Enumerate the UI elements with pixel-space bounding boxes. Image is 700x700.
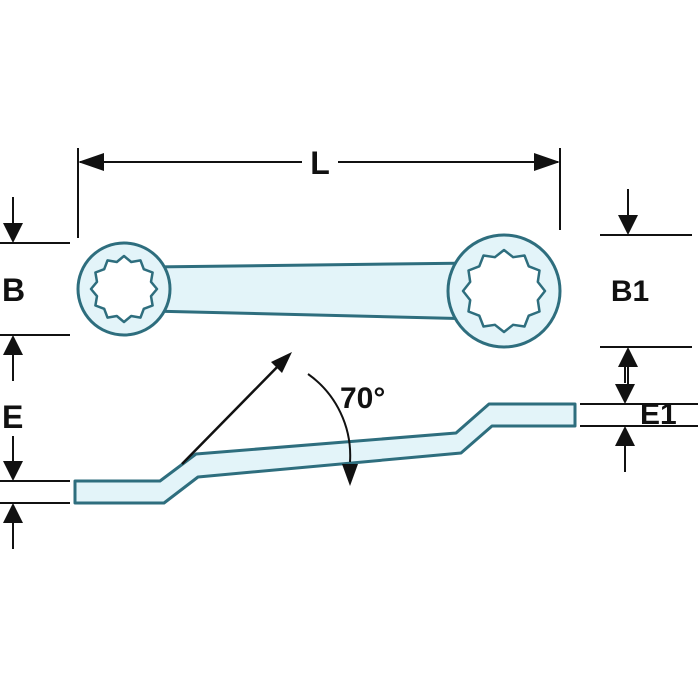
wrench-side-view <box>73 402 577 505</box>
width-left-dimension: B <box>0 197 70 381</box>
arrow-left-icon <box>78 153 104 171</box>
arrow-up-icon <box>3 335 23 355</box>
arrow-up-icon <box>615 426 635 446</box>
wrench-top-view <box>76 233 562 349</box>
wrench-side-profile <box>73 402 577 505</box>
arrow-down-icon <box>615 384 635 404</box>
width-right-label: B1 <box>611 275 649 308</box>
angle-label: 70° <box>340 382 385 415</box>
arrow-down-icon <box>342 464 358 486</box>
arrow-down-icon <box>618 215 638 235</box>
angle-arc <box>307 373 352 463</box>
arrow-down-icon <box>3 461 23 481</box>
wrench-shaft <box>148 261 480 321</box>
thickness-right-dimension: E1 <box>580 357 698 472</box>
arrow-up-icon <box>618 347 638 367</box>
angle-annotation: 70° <box>181 352 385 486</box>
length-dimension: L <box>77 145 561 238</box>
width-left-label: B <box>2 272 25 308</box>
length-label: L <box>310 145 330 181</box>
arrow-up-icon <box>3 503 23 523</box>
arrow-up-left-icon <box>271 352 292 373</box>
left-ring-profile <box>89 254 159 324</box>
thickness-right-label: E1 <box>640 398 677 431</box>
thickness-left-label: E <box>2 399 23 435</box>
arrow-right-icon <box>534 153 560 171</box>
width-right-dimension: B1 <box>600 189 692 393</box>
angle-reference-line <box>181 357 287 465</box>
arrow-down-icon <box>3 223 23 243</box>
right-ring-profile <box>461 248 547 334</box>
thickness-left-dimension: E <box>0 399 70 549</box>
